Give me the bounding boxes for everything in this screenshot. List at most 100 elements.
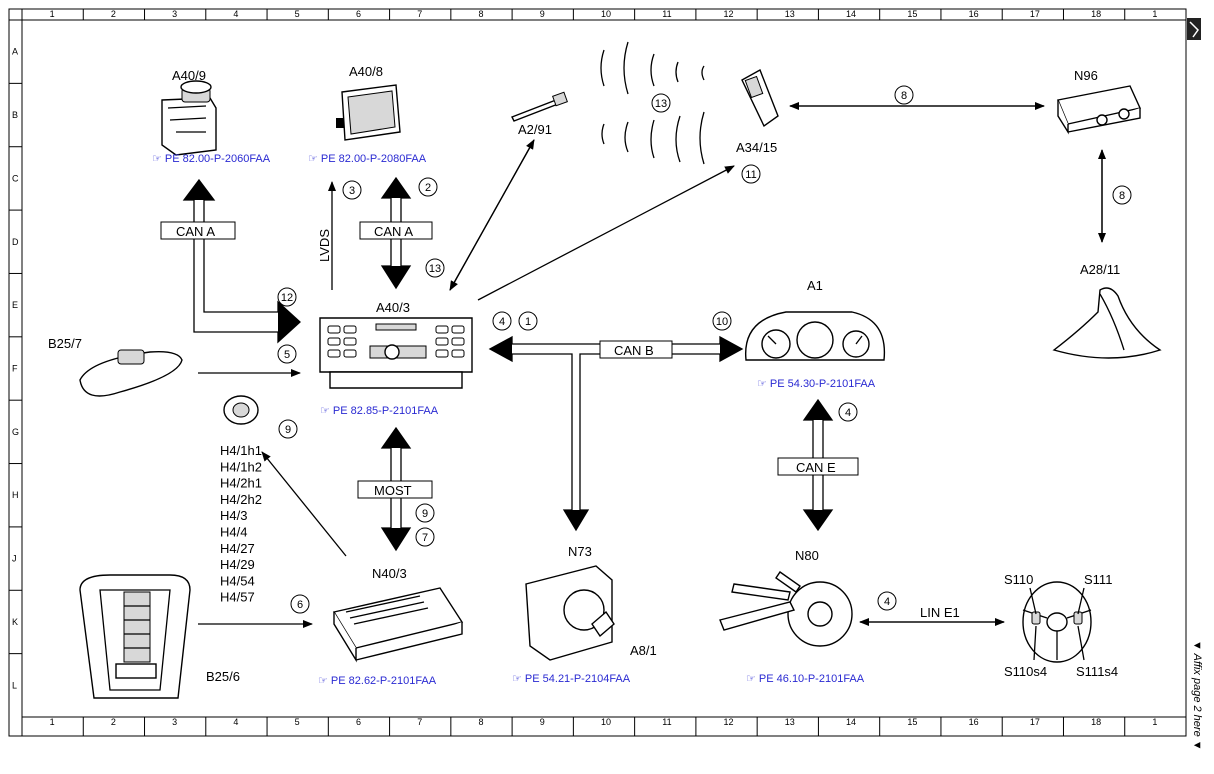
ref-a40-9[interactable]: ☞ PE 82.00-P-2060FAA (152, 153, 271, 165)
callout-number: 10 (716, 316, 728, 328)
label-a2-91: A2/91 (518, 122, 552, 137)
column-label: 9 (540, 9, 545, 19)
callout-c3: 3 (342, 180, 362, 200)
callout-c6: 6 (290, 594, 310, 614)
ref-a40-8[interactable]: ☞ PE 82.00-P-2080FAA (308, 153, 427, 165)
column-label: 15 (907, 717, 917, 727)
wireless-signal-icon (600, 41, 705, 165)
label-b25-6: B25/6 (206, 669, 240, 684)
column-label: 18 (1091, 9, 1101, 19)
callout-number: 2 (425, 182, 431, 194)
n40-3-amplifier-icon (332, 587, 464, 663)
bus-lin-e1-text: LIN E1 (920, 605, 960, 620)
ref-n73[interactable]: ☞ PE 54.21-P-2104FAA (512, 673, 631, 685)
a28-11-antenna-fin-icon (1052, 287, 1162, 359)
bus-label-can-a-left: CAN A (160, 221, 236, 240)
label-h4-item: H4/29 (220, 557, 255, 572)
connection-can-b (488, 335, 744, 532)
bus-lvds-text: LVDS (317, 229, 332, 262)
bus-label-most: MOST (357, 480, 433, 499)
callout-number: 9 (422, 508, 428, 520)
label-h4-item: H4/27 (220, 541, 255, 556)
svg-text:☞ PE 82.00-P-2060FAA: ☞ PE 82.00-P-2060FAA (152, 153, 271, 165)
callout-c5: 5 (277, 344, 297, 364)
row-label: J (12, 554, 17, 564)
callout-c8b: 8 (1112, 185, 1132, 205)
column-label: 9 (540, 717, 545, 727)
ref-a40-8-text: PE 82.00-P-2080FAA (321, 153, 427, 165)
ref-n80-text: PE 46.10-P-2101FAA (759, 673, 865, 685)
ref-a40-3-text: PE 82.85-P-2101FAA (333, 405, 439, 417)
label-h4-item: H4/2h2 (220, 492, 262, 507)
callout-c7: 7 (415, 527, 435, 547)
label-h4-item: H4/57 (220, 590, 255, 605)
ref-n80[interactable]: ☞ PE 46.10-P-2101FAA (746, 673, 865, 685)
column-label: 1 (50, 9, 55, 19)
column-label: 14 (846, 9, 856, 19)
column-label: 14 (846, 717, 856, 727)
column-label: 4 (233, 9, 238, 19)
callout-c13a: 13 (651, 93, 671, 113)
callout-number: 13 (655, 98, 667, 110)
n80-steering-column-module-icon (719, 571, 853, 647)
ref-a1[interactable]: ☞ PE 54.30-P-2101FAA (757, 378, 876, 390)
callout-c13b: 13 (425, 258, 445, 278)
label-a40-9: A40/9 (172, 68, 206, 83)
label-n73: N73 (568, 544, 592, 559)
column-label: 1 (50, 717, 55, 727)
label-a1: A1 (807, 278, 823, 293)
callout-c9b: 9 (415, 503, 435, 523)
a34-15-phone-icon (741, 68, 779, 128)
callout-c10: 10 (712, 311, 732, 331)
label-h4-item: H4/54 (220, 573, 255, 588)
callout-number: 12 (281, 292, 293, 304)
bus-can-e-text: CAN E (796, 460, 836, 475)
ref-n73-text: PE 54.21-P-2104FAA (525, 673, 631, 685)
column-label: 1 (1152, 717, 1157, 727)
callout-c9a: 9 (278, 419, 298, 439)
svg-text:☞ PE 46.10-P-2101FAA: ☞ PE 46.10-P-2101FAA (746, 673, 865, 685)
a2-91-antenna-icon (511, 91, 568, 122)
column-label: 6 (356, 9, 361, 19)
n96-module-icon (1057, 85, 1141, 135)
callout-c11: 11 (741, 164, 761, 184)
label-h4-item: H4/1h2 (220, 459, 262, 474)
column-label: 15 (907, 9, 917, 19)
connection-a2-91-b (449, 139, 535, 291)
column-label: 13 (785, 9, 795, 19)
svg-text:☞ PE 54.30-P-2101FAA: ☞ PE 54.30-P-2101FAA (757, 378, 876, 390)
column-label: 17 (1030, 9, 1040, 19)
h4-speaker-list: H4/1h1H4/1h2H4/2h1H4/2h2H4/3H4/4H4/27H4/… (220, 443, 262, 605)
label-a34-15: A34/15 (736, 140, 777, 155)
label-n96: N96 (1074, 68, 1098, 83)
bus-can-a-right-text: CAN A (374, 224, 413, 239)
label-s111s4: S111s4 (1076, 664, 1118, 679)
column-label: 16 (969, 717, 979, 727)
b25-7-mirror-icon (79, 349, 183, 397)
callout-c4a: 4 (492, 311, 512, 331)
row-label: E (12, 300, 18, 310)
label-h4-item: H4/3 (220, 508, 247, 523)
column-label: 3 (172, 717, 177, 727)
ref-a40-3[interactable]: ☞ PE 82.85-P-2101FAA (320, 405, 439, 417)
a40-3-head-unit-icon (319, 317, 473, 389)
callout-number: 3 (349, 185, 355, 197)
b25-6-roof-console-icon (79, 574, 191, 699)
bus-can-b-text: CAN B (614, 343, 654, 358)
column-label: 12 (724, 717, 734, 727)
affix-note-text: ▼ Affix page 2 here ▼ (1191, 640, 1203, 751)
label-n80: N80 (795, 548, 819, 563)
label-s111: S111 (1084, 572, 1112, 587)
column-label: 16 (969, 9, 979, 19)
label-s110: S110 (1004, 572, 1033, 587)
callout-number: 6 (297, 599, 303, 611)
row-label: H (12, 490, 19, 500)
ref-n40-3[interactable]: ☞ PE 82.62-P-2101FAA (318, 675, 437, 687)
label-h4-item: H4/2h1 (220, 476, 262, 491)
column-label: 2 (111, 717, 116, 727)
connection-n40-3-speakers (261, 451, 347, 557)
